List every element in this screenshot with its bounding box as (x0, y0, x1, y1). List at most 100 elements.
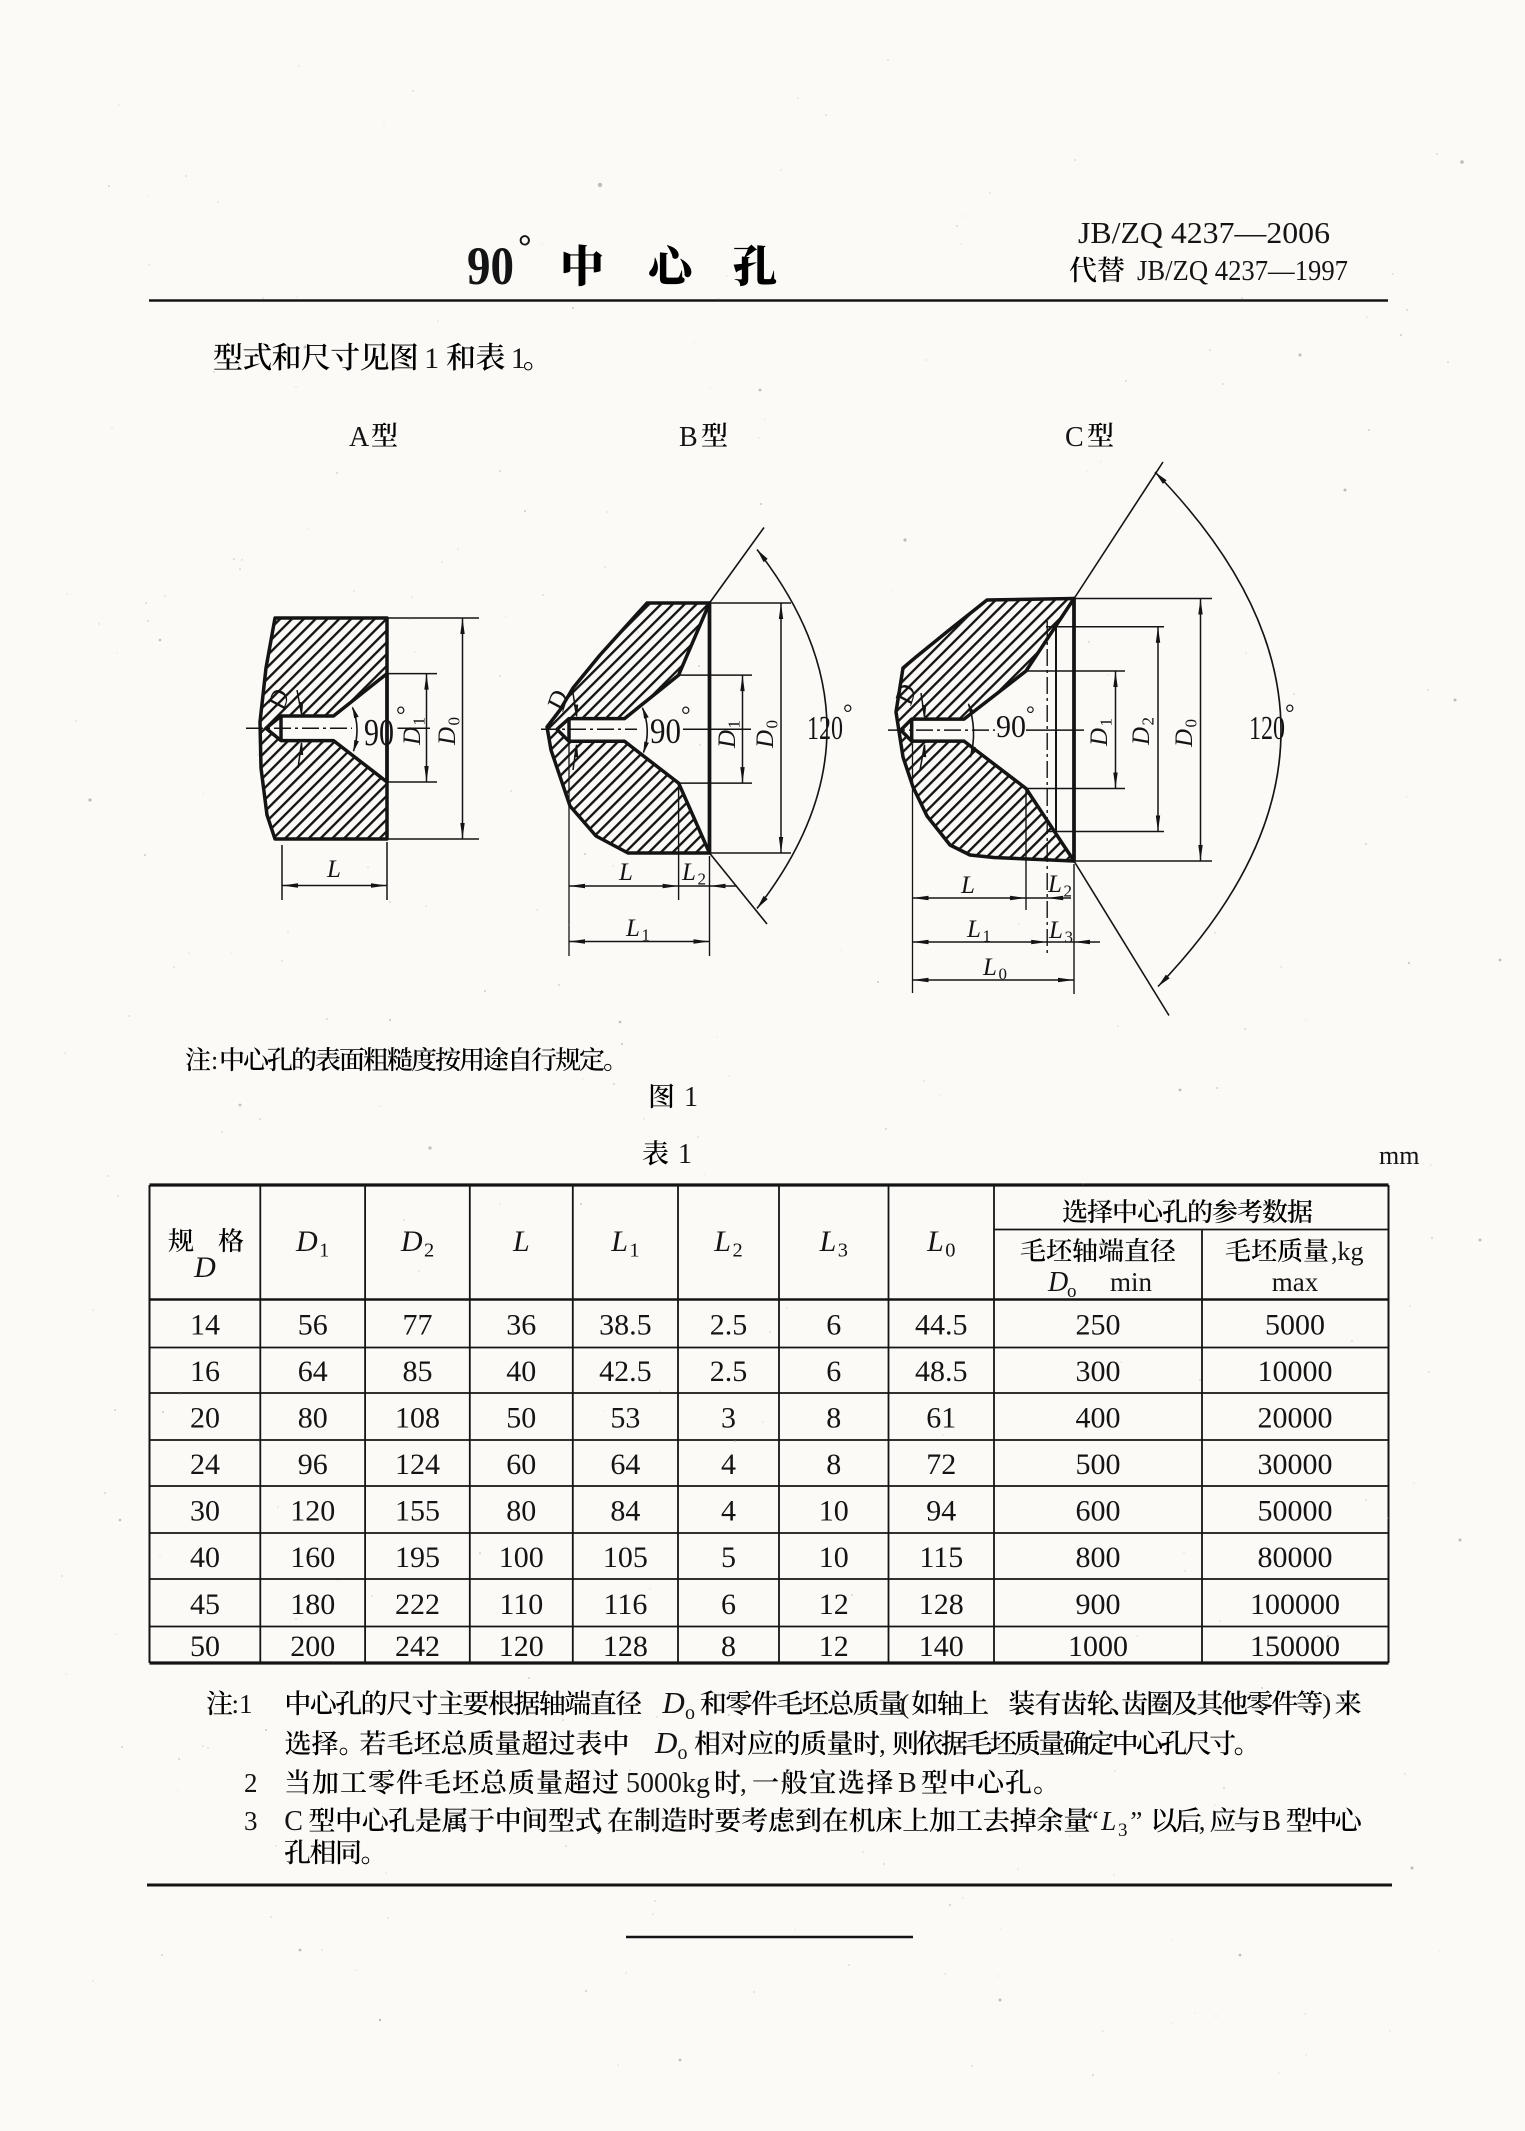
svg-text:900: 900 (1076, 1588, 1121, 1621)
svg-text:°: ° (1285, 701, 1295, 727)
svg-text:o: o (685, 1702, 695, 1724)
svg-text:12: 12 (819, 1630, 849, 1663)
svg-text:124: 124 (395, 1448, 440, 1481)
svg-text:90: 90 (467, 236, 514, 296)
svg-text:14: 14 (190, 1309, 220, 1342)
svg-text:24: 24 (190, 1448, 220, 1481)
svg-text:mm: mm (1379, 1141, 1419, 1170)
svg-text:2.5: 2.5 (710, 1309, 748, 1342)
svg-text:6: 6 (721, 1588, 736, 1621)
svg-text:72: 72 (926, 1448, 956, 1481)
svg-text:3: 3 (721, 1402, 736, 1435)
svg-text:8: 8 (721, 1630, 736, 1663)
svg-text:C: C (1065, 422, 1084, 453)
svg-text:140: 140 (919, 1630, 964, 1663)
svg-text:500: 500 (1076, 1448, 1121, 1481)
svg-text:1000: 1000 (1068, 1630, 1128, 1663)
svg-text:36: 36 (506, 1309, 536, 1342)
svg-text:44.5: 44.5 (915, 1309, 968, 1342)
svg-text:94: 94 (926, 1495, 956, 1528)
svg-text:48.5: 48.5 (915, 1355, 968, 1388)
svg-text:3: 3 (244, 1806, 258, 1836)
svg-text:6: 6 (826, 1355, 841, 1388)
svg-text:10: 10 (819, 1495, 849, 1528)
svg-text:56: 56 (298, 1309, 328, 1342)
svg-text:90: 90 (650, 711, 681, 751)
svg-text:10: 10 (819, 1541, 849, 1574)
svg-text:1: 1 (678, 1139, 692, 1170)
svg-text:110: 110 (499, 1588, 543, 1621)
svg-text:20000: 20000 (1258, 1402, 1333, 1435)
svg-text:90: 90 (996, 708, 1026, 744)
svg-text:,kg: ,kg (1331, 1237, 1364, 1266)
svg-text:250: 250 (1076, 1309, 1121, 1342)
svg-text:5000kg: 5000kg (626, 1768, 710, 1799)
svg-text:300: 300 (1076, 1355, 1121, 1388)
svg-text:D: D (661, 1685, 684, 1720)
svg-text:400: 400 (1076, 1402, 1121, 1435)
svg-text:40: 40 (190, 1541, 220, 1574)
svg-text:242: 242 (395, 1630, 440, 1663)
svg-text:,: , (596, 1806, 603, 1836)
svg-text:50: 50 (506, 1402, 536, 1435)
svg-text:195: 195 (395, 1541, 440, 1574)
svg-text:o: o (1067, 1281, 1077, 1302)
svg-text:B: B (679, 422, 698, 453)
svg-text:45: 45 (190, 1588, 220, 1621)
svg-text:85: 85 (403, 1355, 433, 1388)
svg-text:L: L (326, 856, 341, 883)
svg-text:200: 200 (290, 1630, 335, 1663)
svg-text:120: 120 (290, 1495, 335, 1528)
svg-text:10000: 10000 (1258, 1355, 1333, 1388)
svg-text:): ) (1322, 1689, 1331, 1719)
svg-text:°: ° (843, 701, 853, 727)
svg-text:1: 1 (424, 342, 439, 375)
svg-text:115: 115 (919, 1541, 963, 1574)
svg-text:A: A (349, 422, 370, 453)
svg-text:20: 20 (190, 1402, 220, 1435)
svg-text:40: 40 (506, 1355, 536, 1388)
svg-text:180: 180 (290, 1588, 335, 1621)
svg-text:160: 160 (290, 1541, 335, 1574)
svg-text:5000: 5000 (1265, 1309, 1325, 1342)
svg-text:53: 53 (610, 1402, 640, 1435)
svg-text:3: 3 (1118, 1820, 1128, 1841)
svg-text:D: D (1047, 1267, 1068, 1298)
svg-text:°: ° (681, 703, 691, 729)
svg-text:16: 16 (190, 1355, 220, 1388)
svg-text:60: 60 (506, 1448, 536, 1481)
svg-text:,: , (740, 1768, 747, 1798)
svg-text:°: ° (518, 229, 532, 266)
svg-text:L: L (1100, 1806, 1116, 1836)
svg-text:1: 1 (511, 342, 526, 375)
svg-text:8: 8 (826, 1402, 841, 1435)
svg-text:128: 128 (919, 1588, 964, 1621)
svg-text:max: max (1272, 1267, 1319, 1297)
svg-text:42.5: 42.5 (599, 1355, 652, 1388)
svg-text:°: ° (396, 703, 406, 729)
svg-text:D: D (193, 1251, 216, 1284)
svg-text:120: 120 (499, 1630, 544, 1663)
svg-text:77: 77 (403, 1309, 433, 1342)
svg-text:120: 120 (807, 710, 843, 747)
svg-text:4: 4 (721, 1448, 736, 1481)
svg-text:84: 84 (610, 1495, 640, 1528)
svg-text:o: o (678, 1742, 688, 1764)
svg-text:B: B (898, 1768, 917, 1799)
svg-text:D2: D2 (400, 1225, 434, 1261)
svg-text:80000: 80000 (1258, 1541, 1333, 1574)
svg-text:2: 2 (244, 1768, 258, 1798)
svg-text:64: 64 (610, 1448, 640, 1481)
svg-text:80: 80 (506, 1495, 536, 1528)
svg-text:°: ° (1026, 701, 1035, 726)
svg-text:”: ” (1130, 1806, 1142, 1836)
svg-text:108: 108 (395, 1402, 440, 1435)
svg-text::1: :1 (232, 1689, 253, 1719)
svg-text:128: 128 (603, 1630, 648, 1663)
svg-text:JB/ZQ 4237—1997: JB/ZQ 4237—1997 (1137, 256, 1348, 287)
svg-text:L: L (512, 1225, 530, 1258)
svg-text:5: 5 (721, 1541, 736, 1574)
svg-text:JB/ZQ 4237—2006: JB/ZQ 4237—2006 (1078, 215, 1330, 250)
svg-text:64: 64 (298, 1355, 328, 1388)
svg-text:D: D (654, 1725, 677, 1760)
